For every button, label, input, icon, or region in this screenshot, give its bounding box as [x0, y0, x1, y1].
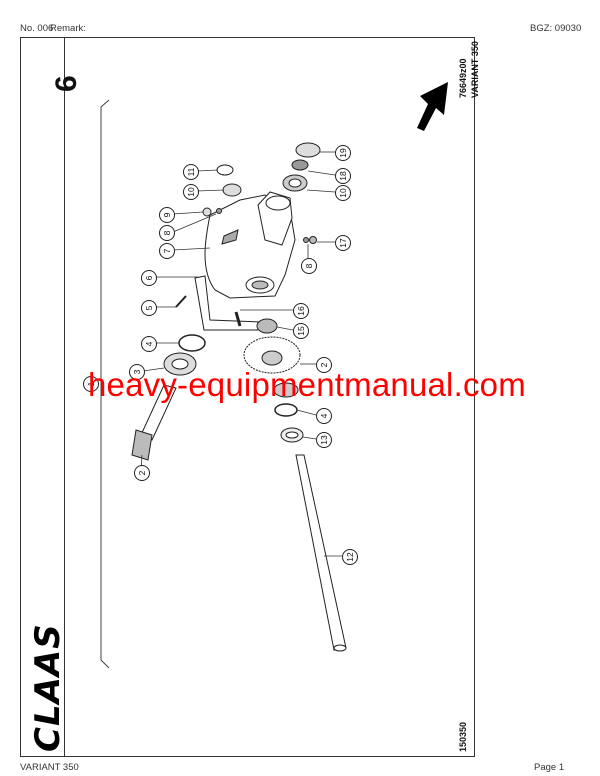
callout-16[interactable]: 16 — [293, 303, 309, 319]
direction-arrow-icon — [417, 82, 448, 131]
callout-13[interactable]: 13 — [316, 432, 332, 448]
footer-model: VARIANT 350 — [20, 762, 79, 773]
callout-2[interactable]: 2 — [134, 465, 150, 481]
callout-9[interactable]: 9 — [159, 207, 175, 223]
drawing-frame — [20, 37, 475, 757]
callout-4[interactable]: 4 — [141, 336, 157, 352]
remark-label: Remark: — [50, 23, 86, 34]
callout-12[interactable]: 12 — [342, 549, 358, 565]
callout-10[interactable]: 10 — [183, 184, 199, 200]
callout-7[interactable]: 7 — [159, 243, 175, 259]
page-number: Page 1 — [534, 762, 565, 773]
callout-4b[interactable]: 4 — [316, 408, 332, 424]
callout-18[interactable]: 18 — [335, 168, 351, 184]
doc-number: No. 006 — [20, 23, 54, 34]
callout-5[interactable]: 5 — [141, 300, 157, 316]
callout-6[interactable]: 6 — [141, 270, 157, 286]
callout-19[interactable]: 19 — [335, 145, 351, 161]
callout-8b[interactable]: 8 — [301, 258, 317, 274]
callout-11[interactable]: 11 — [183, 164, 199, 180]
bgz-code: BGZ: 09030 — [530, 23, 582, 34]
callout-17[interactable]: 17 — [335, 235, 351, 251]
watermark-text: heavy-equipmentmanual.com — [88, 366, 526, 403]
title-column — [20, 37, 65, 757]
callout-10b[interactable]: 10 — [335, 185, 351, 201]
callout-15[interactable]: 15 — [293, 323, 309, 339]
callout-8[interactable]: 8 — [159, 225, 175, 241]
